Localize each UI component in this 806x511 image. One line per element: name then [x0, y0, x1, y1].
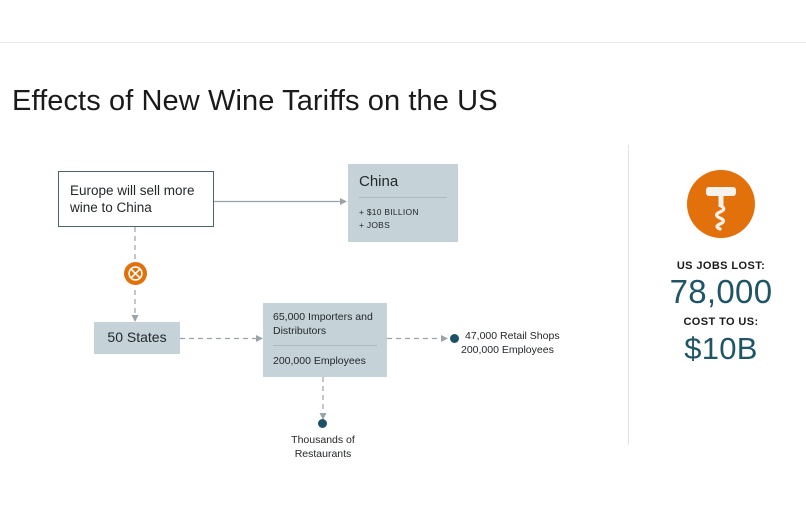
us-jobs-lost-label: US JOBS LOST: — [676, 260, 766, 272]
retail-shops-label-group: 47,000 Retail Shops 200,000 Employees — [461, 329, 625, 357]
restaurants-line-1: Thousands of — [291, 434, 355, 446]
header-divider-rule — [0, 42, 806, 43]
china-box-heading: China — [359, 173, 399, 190]
restaurants-node-dot — [318, 419, 327, 428]
connector-importers-to-retail-arrow — [387, 335, 448, 342]
connector-europe-to-china-arrow — [214, 198, 347, 205]
china-box-detail-jobs: + JOBS — [359, 220, 391, 230]
corkscrew-icon-badge — [687, 170, 755, 238]
china-box-detail-billion: + $10 BILLION — [359, 207, 419, 217]
statistics-panel: US JOBS LOST: 78,000 COST TO US: $10B — [636, 170, 806, 368]
us-jobs-lost-value: 78,000 — [669, 273, 773, 310]
restaurants-line-2: Restaurants — [294, 448, 352, 460]
importers-count-label: 65,000 Importers and Distributors — [273, 311, 373, 337]
china-box-rule — [359, 197, 447, 198]
importers-distributors-box[interactable]: 65,000 Importers and Distributors 200,00… — [263, 303, 387, 377]
page-title: Effects of New Wine Tariffs on the US — [12, 85, 498, 118]
fifty-states-label: 50 States — [107, 329, 167, 345]
importers-employees-label: 200,000 Employees — [273, 355, 366, 367]
retail-shops-employees: 200,000 Employees — [461, 344, 554, 356]
connector-importers-to-restaurants-arrow — [319, 377, 327, 420]
connector-europe-to-states-arrow — [131, 227, 139, 322]
europe-box-label: Europe will sell more wine to China — [70, 183, 195, 215]
corkscrew-icon — [706, 187, 736, 231]
fifty-states-box[interactable]: 50 States — [94, 322, 180, 354]
retail-shops-count: 47,000 Retail Shops — [465, 330, 560, 342]
importers-box-rule — [273, 345, 377, 346]
cost-to-us-label: COST TO US: — [683, 316, 759, 328]
connector-states-to-importers-arrow — [180, 335, 263, 342]
retail-node-dot — [450, 334, 459, 343]
europe-sells-wine-box[interactable]: Europe will sell more wine to China — [58, 171, 214, 227]
blocked-circle-x-icon — [124, 262, 147, 285]
panel-divider — [628, 145, 629, 445]
china-box[interactable]: China + $10 BILLION + JOBS — [348, 164, 458, 242]
restaurants-label-group: Thousands of Restaurants — [258, 433, 388, 461]
cost-to-us-value: $10B — [684, 331, 758, 366]
